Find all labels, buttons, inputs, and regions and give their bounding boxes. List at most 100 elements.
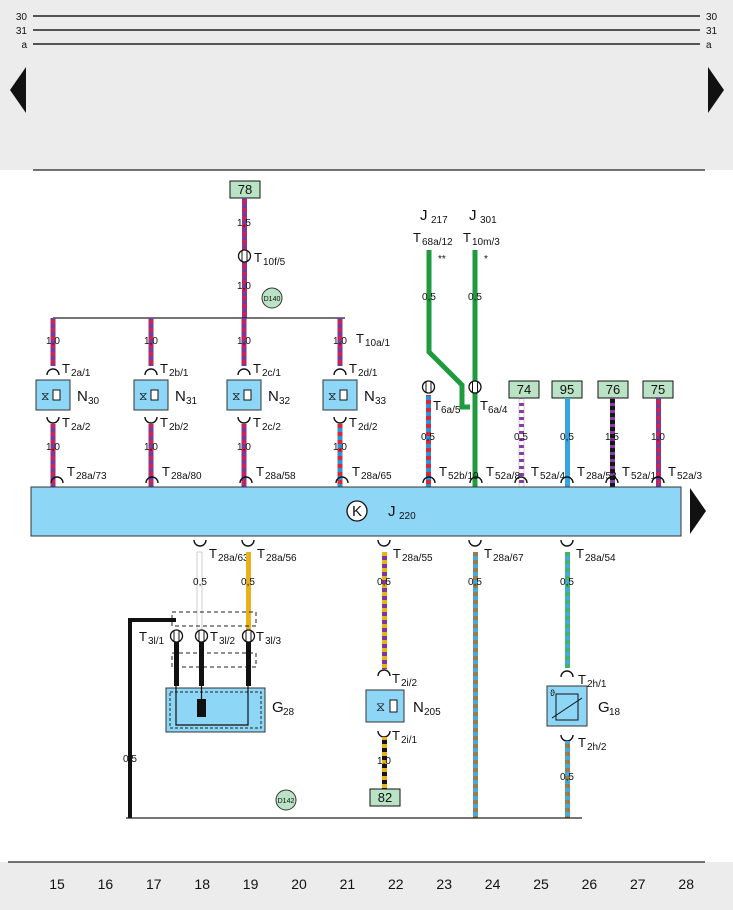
wire-28a55-size: 0,5	[377, 577, 391, 588]
wire-95	[565, 398, 570, 487]
connector-n30-2-main: T	[62, 415, 70, 430]
connector-n33-1-icon	[333, 368, 347, 376]
wire-g18-ground	[565, 741, 570, 818]
pin-p28a56-icon	[241, 539, 255, 547]
wire-78-size: 1,5	[237, 218, 251, 229]
pin-p28a53-main: T	[577, 464, 585, 479]
wire-n31-out-size: 1,0	[144, 442, 158, 453]
valve-n30-coil-icon	[52, 389, 61, 401]
valve-n205-sub: 205	[424, 707, 441, 718]
connector-t3l1-main: T	[139, 629, 147, 644]
module-j220[interactable]: K J 220	[30, 486, 706, 537]
connector-n31-1-main: T	[160, 361, 168, 376]
pin-p28a80-icon	[145, 476, 159, 484]
connector-2h1-main: T	[578, 672, 586, 687]
valve-n32-main: N	[268, 388, 279, 405]
sensor-g18-section: 0,5 T 2h/1 ϑ G 18 T 2h/2 0,5	[546, 552, 621, 818]
connector-n30-1-icon	[46, 368, 60, 376]
valve-n205-section: 0,5 T 2i/2 ⧖ N 205 T 2i/1 1,0 82	[365, 552, 441, 807]
sensor-g18-variable-arrow-icon	[551, 697, 583, 719]
pin-p52a4-icon	[514, 476, 528, 484]
connector-t10f5-main: T	[254, 250, 262, 265]
shield-dashed-top	[171, 611, 257, 627]
wire-95-size: 0,5	[560, 432, 574, 443]
relay-feeds: J 217 T 68a/12 ** J 301 T 10m/3 * 0,5 0,…	[413, 207, 508, 487]
connector-t3l3-sub: 3l/3	[265, 636, 282, 647]
wire-n32-out	[241, 424, 247, 487]
wire-n30-out	[50, 424, 56, 487]
ground-k-symbol-letter: K	[352, 503, 362, 520]
pin-p28a80-main: T	[162, 464, 170, 479]
column-number: 21	[340, 876, 356, 892]
pin-p28a54-main: T	[576, 546, 584, 561]
next-page-arrow-top-icon[interactable]	[708, 67, 724, 113]
wire-75	[656, 398, 661, 487]
column-number: 26	[582, 876, 598, 892]
connector-n33-1-main: T	[349, 361, 357, 376]
connector-n31-2-main: T	[160, 415, 168, 430]
shield-ground-wire	[128, 618, 176, 818]
splice-d140-icon	[261, 287, 283, 309]
connector-n30-2-icon	[46, 416, 60, 424]
valve-n31-coil-icon	[150, 389, 159, 401]
pin-p52b10-main: T	[439, 464, 447, 479]
sensor-g28-wiring	[175, 686, 249, 726]
wire-j301-size: 0,5	[468, 292, 482, 303]
wire-bus-size: 1,0	[237, 281, 251, 292]
wire-28a67-section: 0,5	[468, 552, 482, 818]
connector-t6a4-icon	[468, 380, 482, 394]
connector-n31-2-sub: 2b/2	[169, 422, 189, 433]
connector-n33-2-icon	[333, 416, 347, 424]
pin-p52a8-icon	[469, 476, 483, 484]
connector-n32-1-icon	[237, 368, 251, 376]
next-page-arrow-bottom-icon[interactable]	[690, 488, 706, 534]
pin-p52a4-main: T	[531, 464, 539, 479]
valve-n33-main: N	[364, 388, 375, 405]
ref-95-label: 95	[560, 382, 574, 397]
pin-p28a73-icon	[50, 476, 64, 484]
wire-n32-out-size: 1,0	[237, 442, 251, 453]
splice-d140-label: D140	[264, 296, 281, 303]
connector-t3l1-icon	[169, 629, 184, 643]
pin-p28a53-icon	[560, 476, 574, 484]
column-number: 24	[485, 876, 501, 892]
wire-28a63-size: 0,5	[193, 577, 207, 588]
relay-j301-mark: *	[484, 254, 488, 265]
column-number: 25	[533, 876, 549, 892]
pin-p52a8-sub: 52a/8	[495, 471, 520, 482]
valve-n205-body[interactable]	[365, 689, 405, 723]
wire-76	[610, 398, 615, 487]
connector-n31-2-icon	[144, 416, 158, 424]
pin-p28a65-sub: 28a/65	[361, 471, 392, 482]
wire-28a67-size: 0,5	[468, 577, 482, 588]
pin-p28a58-main: T	[256, 464, 264, 479]
wire-n31-out	[148, 424, 154, 487]
connector-2h1-icon	[560, 670, 574, 678]
sensor-g18-body[interactable]	[546, 685, 588, 727]
sensor-g28-coil-icon	[197, 699, 206, 717]
rail-30-label-left: 30	[16, 12, 28, 23]
pin-p28a56-main: T	[257, 546, 265, 561]
valve-n32-symbol-icon: ⧖	[232, 389, 240, 403]
connector-n31-1-sub: 2b/1	[169, 368, 189, 379]
module-j220-main: J	[388, 503, 396, 520]
column-number: 27	[630, 876, 646, 892]
column-number: 22	[388, 876, 404, 892]
pin-p28a73-sub: 28a/73	[76, 471, 107, 482]
wire-52b10	[426, 395, 431, 487]
ref-75-label: 75	[651, 382, 665, 397]
column-number: 23	[436, 876, 452, 892]
connector-t3l1-sub: 3l/1	[148, 636, 165, 647]
previous-page-arrow-icon[interactable]	[10, 67, 26, 113]
pin-p28a55-icon	[377, 539, 391, 547]
column-number: 15	[49, 876, 65, 892]
pin-p28a58-icon	[239, 476, 253, 484]
relay-j301-pin-sub: 10m/3	[472, 237, 500, 248]
wire-3l1	[174, 640, 179, 686]
sensor-g28-sub: 28	[283, 707, 295, 718]
relay-j217-main: J	[420, 207, 428, 224]
